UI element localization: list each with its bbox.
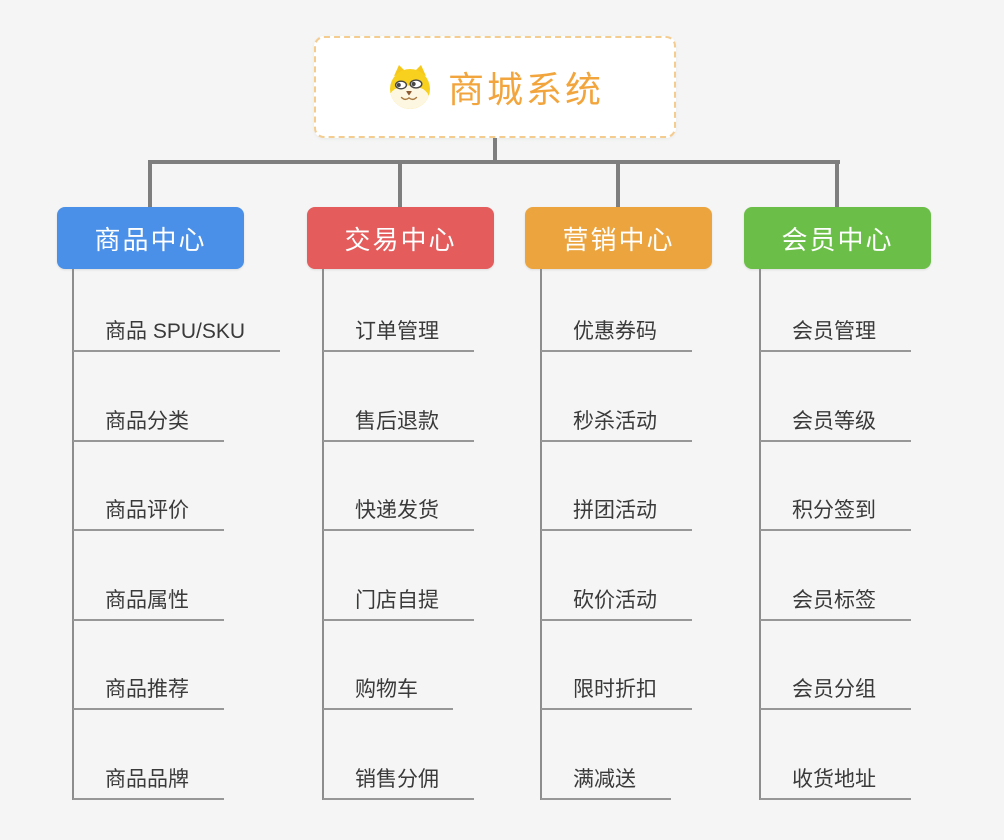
subtopic-item[interactable]: 拼团活动 xyxy=(541,442,692,531)
branch-marketing-center: 营销中心 优惠券码 秒杀活动 拼团活动 砍价活动 限时折扣 满减送 xyxy=(525,207,712,800)
subtopic-list: 优惠券码 秒杀活动 拼团活动 砍价活动 限时折扣 满减送 xyxy=(541,269,692,800)
subtopic-item[interactable]: 优惠券码 xyxy=(541,269,692,352)
connector-drop-member xyxy=(835,160,839,207)
subtopic-list: 订单管理 售后退款 快递发货 门店自提 购物车 销售分佣 xyxy=(323,269,474,800)
dog-face-icon xyxy=(389,65,430,109)
subtopic-item[interactable]: 积分签到 xyxy=(760,442,911,531)
connector-drop-product xyxy=(148,160,152,207)
subtopic-item[interactable]: 商品推荐 xyxy=(73,621,224,710)
branch-spine xyxy=(72,269,74,800)
root-topic-label: 商城系统 xyxy=(447,69,604,110)
subtopic-item[interactable]: 秒杀活动 xyxy=(541,352,692,442)
branch-spine xyxy=(759,269,761,800)
subtopic-item[interactable]: 会员等级 xyxy=(760,352,911,442)
subtopic-item[interactable]: 商品 SPU/SKU xyxy=(73,269,281,352)
connector-drop-trade xyxy=(398,160,402,207)
connector-drop-marketing xyxy=(616,160,620,207)
branch-topic-trade-center[interactable]: 交易中心 xyxy=(307,207,494,269)
subtopic-item[interactable]: 会员标签 xyxy=(760,531,911,621)
subtopic-item[interactable]: 收货地址 xyxy=(760,710,911,800)
subtopic-item[interactable]: 门店自提 xyxy=(323,531,474,621)
branch-topic-label: 商品中心 xyxy=(94,224,207,255)
subtopic-item[interactable]: 砍价活动 xyxy=(541,531,692,621)
connector-horizontal-bar xyxy=(148,160,840,164)
subtopic-item[interactable]: 限时折扣 xyxy=(541,621,692,710)
subtopic-list: 会员管理 会员等级 积分签到 会员标签 会员分组 收货地址 xyxy=(760,269,911,800)
subtopic-item[interactable]: 购物车 xyxy=(323,621,453,710)
branch-topic-member-center[interactable]: 会员中心 xyxy=(744,207,931,269)
branch-trade-center: 交易中心 订单管理 售后退款 快递发货 门店自提 购物车 销售分佣 xyxy=(307,207,494,800)
subtopic-item[interactable]: 订单管理 xyxy=(323,269,474,352)
branch-topic-label: 会员中心 xyxy=(781,224,894,255)
subtopic-item[interactable]: 商品属性 xyxy=(73,531,224,621)
subtopic-item[interactable]: 快递发货 xyxy=(323,442,474,531)
subtopic-item[interactable]: 会员分组 xyxy=(760,621,911,710)
subtopic-item[interactable]: 商品评价 xyxy=(73,442,224,531)
connector-root-stem xyxy=(493,138,497,162)
subtopic-list: 商品 SPU/SKU 商品分类 商品评价 商品属性 商品推荐 商品品牌 xyxy=(73,269,281,800)
subtopic-item[interactable]: 满减送 xyxy=(541,710,671,800)
subtopic-item[interactable]: 售后退款 xyxy=(323,352,474,442)
subtopic-item[interactable]: 会员管理 xyxy=(760,269,911,352)
branch-member-center: 会员中心 会员管理 会员等级 积分签到 会员标签 会员分组 收货地址 xyxy=(744,207,931,800)
branch-topic-product-center[interactable]: 商品中心 xyxy=(57,207,244,269)
subtopic-item[interactable]: 商品分类 xyxy=(73,352,224,442)
root-topic[interactable]: 商城系统 xyxy=(314,36,676,138)
branch-product-center: 商品中心 商品 SPU/SKU 商品分类 商品评价 商品属性 商品推荐 商品品牌 xyxy=(57,207,281,800)
branch-spine xyxy=(322,269,324,800)
subtopic-item[interactable]: 销售分佣 xyxy=(323,710,474,800)
branch-topic-label: 营销中心 xyxy=(562,224,675,255)
branch-topic-marketing-center[interactable]: 营销中心 xyxy=(525,207,712,269)
subtopic-item[interactable]: 商品品牌 xyxy=(73,710,224,800)
branch-spine xyxy=(540,269,542,800)
branch-topic-label: 交易中心 xyxy=(344,224,457,255)
